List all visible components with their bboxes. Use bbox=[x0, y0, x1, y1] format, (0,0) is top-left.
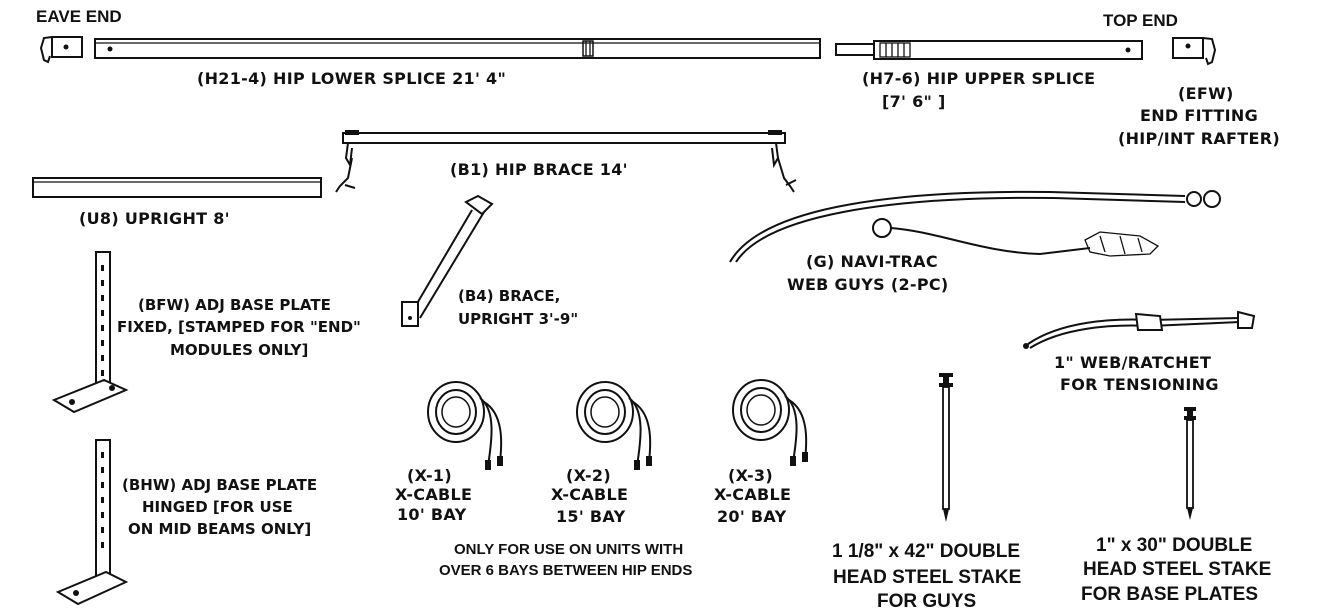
upright-drawing bbox=[32, 177, 322, 198]
hip-brace-label: (B1) HIP BRACE 14' bbox=[450, 160, 628, 179]
base-stake-label-2: HEAD STEEL STAKE bbox=[1083, 559, 1271, 580]
web-guys-drawing bbox=[729, 190, 1221, 263]
xcable-3-name: X-CABLE bbox=[714, 485, 791, 504]
end-fitting-label-3: (HIP/INT RAFTER) bbox=[1118, 129, 1280, 148]
web-guys-label-2: WEB GUYS (2-PC) bbox=[787, 275, 949, 294]
xcable-2-name: X-CABLE bbox=[551, 485, 628, 504]
xcable-1-bay: 10' BAY bbox=[397, 505, 467, 524]
brace-upright-drawing bbox=[401, 194, 494, 327]
web-ratchet-label-2: FOR TENSIONING bbox=[1060, 375, 1219, 394]
xcable-note-2: OVER 6 BAYS BETWEEN HIP ENDS bbox=[439, 562, 692, 579]
base-plate-hinged-label-1: (BHW) ADJ BASE PLATE bbox=[122, 476, 317, 494]
xcable-1-drawing bbox=[427, 381, 503, 470]
brace-upright-label-2: UPRIGHT 3'-9" bbox=[458, 310, 578, 328]
end-fitting-drawing bbox=[1172, 37, 1217, 66]
top-end-label: TOP END bbox=[1103, 11, 1178, 30]
eave-end-label: EAVE END bbox=[36, 7, 122, 26]
base-plate-fixed-label-3: MODULES ONLY] bbox=[170, 341, 308, 359]
guy-stake-label-3: FOR GUYS bbox=[877, 591, 976, 609]
end-fitting-label-2: END FITTING bbox=[1140, 106, 1258, 125]
hip-brace-drawing bbox=[335, 130, 797, 193]
upright-label: (U8) UPRIGHT 8' bbox=[79, 209, 230, 228]
hip-upper-splice-label-2: [7' 6" ] bbox=[882, 92, 946, 111]
base-plate-fixed-label-2: FIXED, [STAMPED FOR "END" bbox=[117, 318, 361, 336]
hip-lower-splice-label: (H21-4) HIP LOWER SPLICE 21' 4" bbox=[197, 69, 506, 88]
xcable-3-bay: 20' BAY bbox=[717, 507, 787, 526]
guy-stake-drawing bbox=[939, 373, 953, 522]
xcable-3-drawing bbox=[732, 379, 808, 466]
base-plate-hinged-drawing bbox=[55, 439, 129, 606]
base-stake-label-3: FOR BASE PLATES bbox=[1081, 584, 1258, 605]
guy-stake-label-1: 1 1/8" x 42" DOUBLE bbox=[832, 541, 1020, 562]
xcable-3-code: (X-3) bbox=[728, 466, 773, 485]
hip-lower-splice-drawing bbox=[94, 38, 821, 59]
base-stake-drawing bbox=[1184, 407, 1196, 520]
base-plate-hinged-label-3: ON MID BEAMS ONLY] bbox=[128, 520, 311, 538]
base-stake-label-1: 1" x 30" DOUBLE bbox=[1096, 535, 1252, 556]
web-ratchet-drawing bbox=[1023, 310, 1256, 349]
web-guys-label-1: (G) NAVI-TRAC bbox=[806, 252, 938, 271]
brace-upright-label-1: (B4) BRACE, bbox=[458, 287, 560, 305]
base-plate-fixed-drawing bbox=[51, 251, 129, 414]
eave-end-fitting-drawing bbox=[39, 36, 83, 64]
base-plate-fixed-label-1: (BFW) ADJ BASE PLATE bbox=[138, 296, 331, 314]
xcable-note-1: ONLY FOR USE ON UNITS WITH bbox=[454, 541, 683, 558]
base-plate-hinged-label-2: HINGED [FOR USE bbox=[142, 498, 293, 516]
web-ratchet-label-1: 1" WEB/RATCHET bbox=[1054, 353, 1211, 372]
xcable-1-name: X-CABLE bbox=[395, 485, 472, 504]
xcable-2-bay: 15' BAY bbox=[556, 507, 626, 526]
end-fitting-label-1: (EFW) bbox=[1178, 84, 1234, 103]
hip-upper-splice-drawing bbox=[835, 40, 1143, 60]
xcable-1-code: (X-1) bbox=[407, 466, 452, 485]
xcable-2-drawing bbox=[576, 381, 652, 470]
hip-upper-splice-label-1: (H7-6) HIP UPPER SPLICE bbox=[862, 69, 1095, 88]
guy-stake-label-2: HEAD STEEL STAKE bbox=[833, 567, 1021, 588]
xcable-2-code: (X-2) bbox=[566, 466, 611, 485]
